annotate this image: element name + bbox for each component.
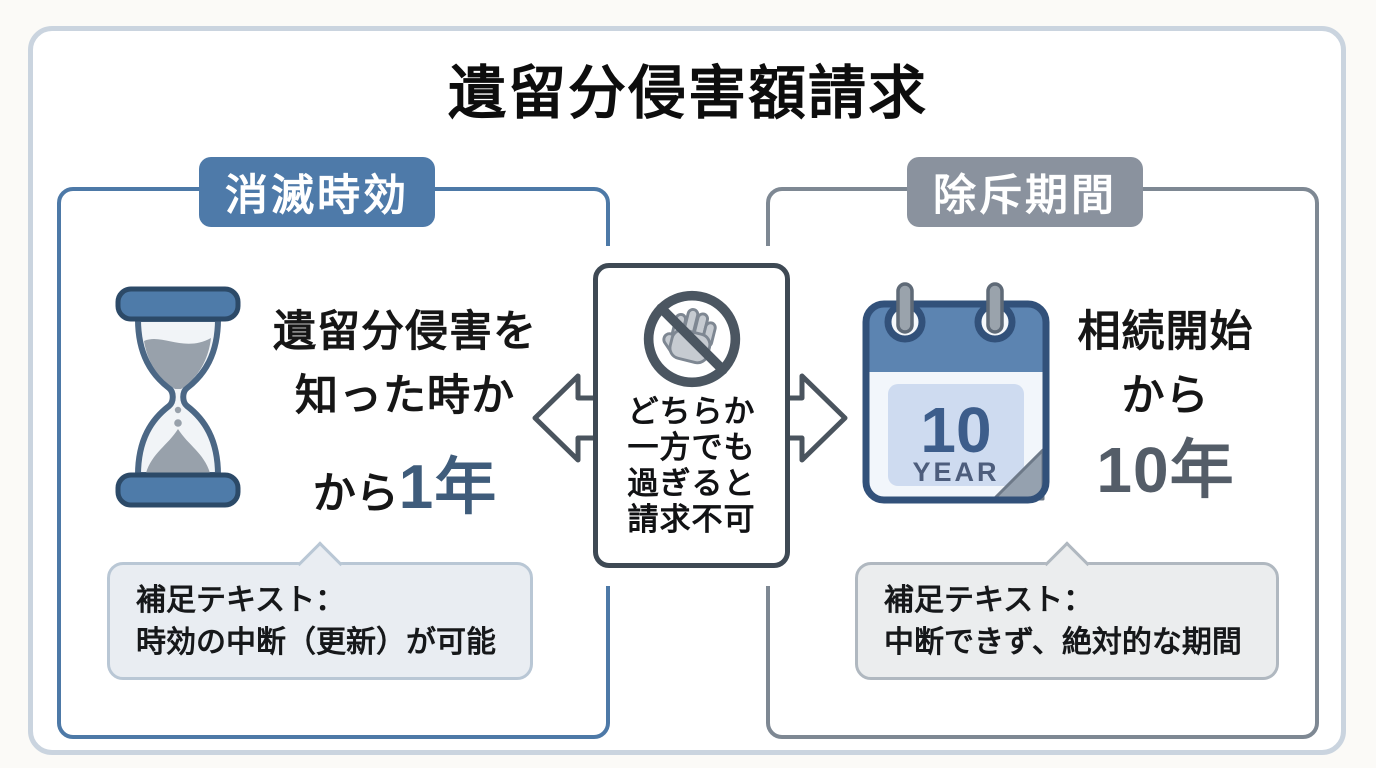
left-text-line-2: 知った時か <box>295 372 515 420</box>
calendar-number: 10 <box>920 394 991 466</box>
calendar-ring-left <box>884 282 926 343</box>
right-text-line-1: 相続開始 <box>1077 308 1254 356</box>
right-main-text: 相続開始 から 10年 <box>1048 300 1283 506</box>
right-note-label: 補足テキスト： <box>884 584 1094 617</box>
center-line-2: 一方でも <box>627 430 756 465</box>
left-panel-header-label: 消滅時効 <box>225 172 409 220</box>
left-text-line-1: 遺留分侵害を <box>273 308 537 356</box>
center-line-1: どちらか <box>627 394 756 429</box>
center-line-3: 過ぎると <box>627 466 756 501</box>
hourglass-icon <box>115 286 241 508</box>
left-duration-value: 1年 <box>398 453 498 522</box>
right-duration-value: 10年 <box>1096 434 1235 506</box>
page-title: 遺留分侵害額請求 <box>447 61 928 126</box>
calendar-ring-right <box>974 282 1016 343</box>
left-panel-header: 消滅時効 <box>199 157 435 227</box>
left-duration-prefix: から <box>312 470 399 518</box>
left-note-label: 補足テキスト： <box>136 584 346 617</box>
right-text-line-2: から <box>1121 372 1210 420</box>
right-note-bubble: 補足テキスト： 中断できず、絶対的な期間 <box>855 541 1279 680</box>
no-hand-icon <box>643 290 740 388</box>
left-note-text: 時効の中断（更新）が可能 <box>136 626 496 659</box>
left-main-text: 遺留分侵害を 知った時か から 1年 <box>258 300 552 526</box>
right-note-text: 中断できず、絶対的な期間 <box>884 626 1242 659</box>
right-panel-header: 除斥期間 <box>907 157 1143 227</box>
left-note-bubble: 補足テキスト： 時効の中断（更新）が可能 <box>107 541 533 680</box>
right-panel-header-label: 除斥期間 <box>933 172 1117 220</box>
center-rule-box: どちらか 一方でも 過ぎると 請求不可 <box>593 263 790 568</box>
left-duration-line: から 1年 <box>258 436 552 526</box>
center-rule-text: どちらか 一方でも 過ぎると 請求不可 <box>628 394 756 538</box>
calendar-icon: 10 YEAR <box>862 282 1050 504</box>
calendar-unit: YEAR <box>912 457 999 487</box>
center-line-4: 請求不可 <box>627 502 756 537</box>
